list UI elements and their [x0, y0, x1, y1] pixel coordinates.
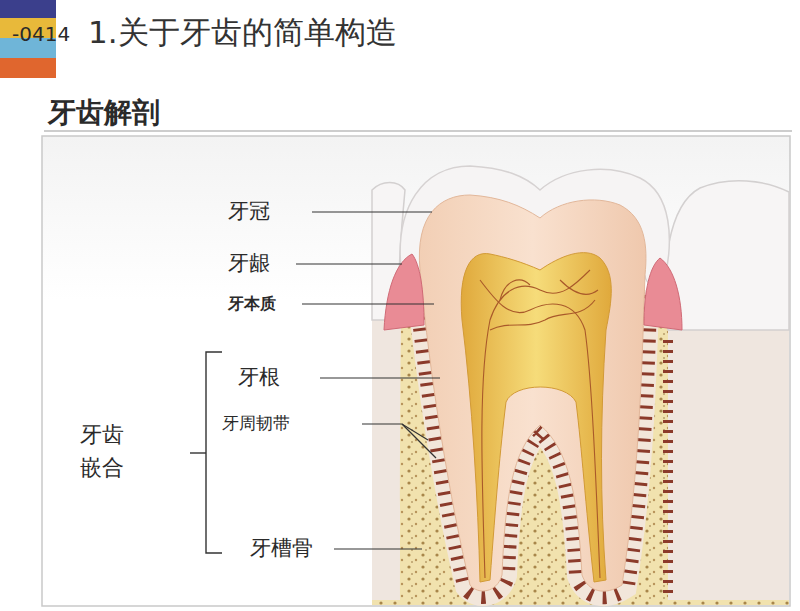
part-label: 牙冠: [228, 199, 270, 224]
ligament-stripes: [419, 290, 646, 591]
leader-lines: [296, 212, 440, 549]
panel: [42, 136, 790, 606]
part-label: 牙根: [238, 365, 280, 390]
group-label: 牙齿嵌合: [80, 418, 126, 484]
part-label: 牙周韧带: [222, 413, 290, 433]
color-bar: [0, 0, 56, 18]
part-label: 牙槽骨: [250, 536, 313, 561]
ligament-stripes: [663, 340, 673, 600]
slide-number: -0414: [12, 22, 70, 46]
periodontal-ligament: [419, 290, 646, 591]
section-heading: 牙齿解剖: [48, 96, 160, 130]
dentin: [419, 195, 646, 591]
gum: [384, 254, 424, 330]
color-bar: [0, 58, 56, 78]
part-label: 牙本质: [228, 294, 276, 313]
nerve-lines: [480, 270, 600, 578]
part-label: 牙龈: [228, 251, 270, 276]
gum: [644, 258, 682, 330]
pulp: [461, 253, 611, 582]
heading-rule: [44, 130, 792, 132]
neighbor-crown: [665, 181, 789, 330]
page-title: 1.关于牙齿的简单构造: [88, 14, 397, 51]
neighbor-tooth: [665, 181, 789, 600]
bracket: [190, 352, 222, 553]
